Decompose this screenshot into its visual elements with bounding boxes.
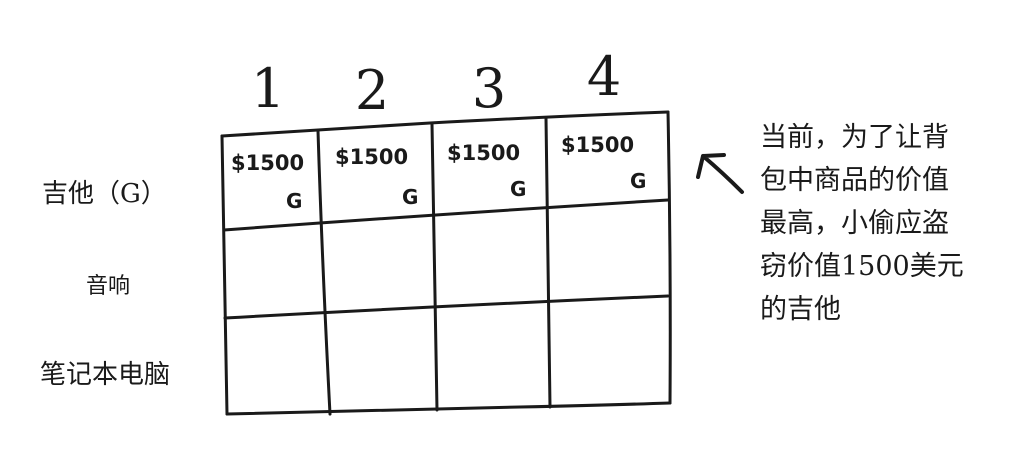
- annotation-line-4: 窃价值1500美元: [760, 251, 964, 282]
- grid-divider-row-2-3: [223, 294, 670, 320]
- grid-divider-row-1-2: [222, 198, 670, 232]
- column-number-4: 4: [586, 45, 622, 108]
- annotation-line-5: 的吉他: [760, 294, 841, 325]
- row-label-stereo: 音响: [86, 274, 131, 299]
- cell-item-3: G: [510, 177, 527, 201]
- row-label-laptop: 笔记本电脑: [40, 360, 171, 390]
- cell-item-4: G: [630, 169, 647, 193]
- cell-value-1: $1500: [231, 151, 305, 175]
- grid-divider-col-1-2: [316, 129, 332, 416]
- annotation-line-1: 当前，为了让背: [760, 122, 949, 153]
- column-number-1: 1: [250, 57, 286, 120]
- column-number-2: 2: [354, 59, 390, 122]
- annotation-line-3: 最高，小偷应盗: [760, 208, 949, 239]
- arrow-icon: [696, 153, 744, 194]
- cell-value-2: $1500: [335, 145, 409, 169]
- grid-left-border: [220, 134, 229, 416]
- grid-bottom-border: [225, 401, 672, 416]
- cell-item-1: G: [286, 189, 303, 213]
- cell-value-4: $1500: [561, 133, 635, 157]
- grid-divider-col-2-3: [430, 122, 439, 412]
- column-number-3: 3: [471, 57, 507, 120]
- grid-divider-col-3-4: [544, 116, 552, 409]
- grid-right-border: [666, 110, 672, 405]
- annotation-note: 当前，为了让背 包中商品的价值 最高，小偷应盗 窃价值1500美元 的吉他: [760, 116, 1000, 331]
- annotation-line-2: 包中商品的价值: [760, 165, 949, 196]
- cell-item-2: G: [402, 185, 419, 209]
- row-label-guitar: 吉他（G）: [42, 179, 167, 209]
- cell-value-3: $1500: [447, 141, 521, 165]
- grid-top-border: [220, 110, 670, 138]
